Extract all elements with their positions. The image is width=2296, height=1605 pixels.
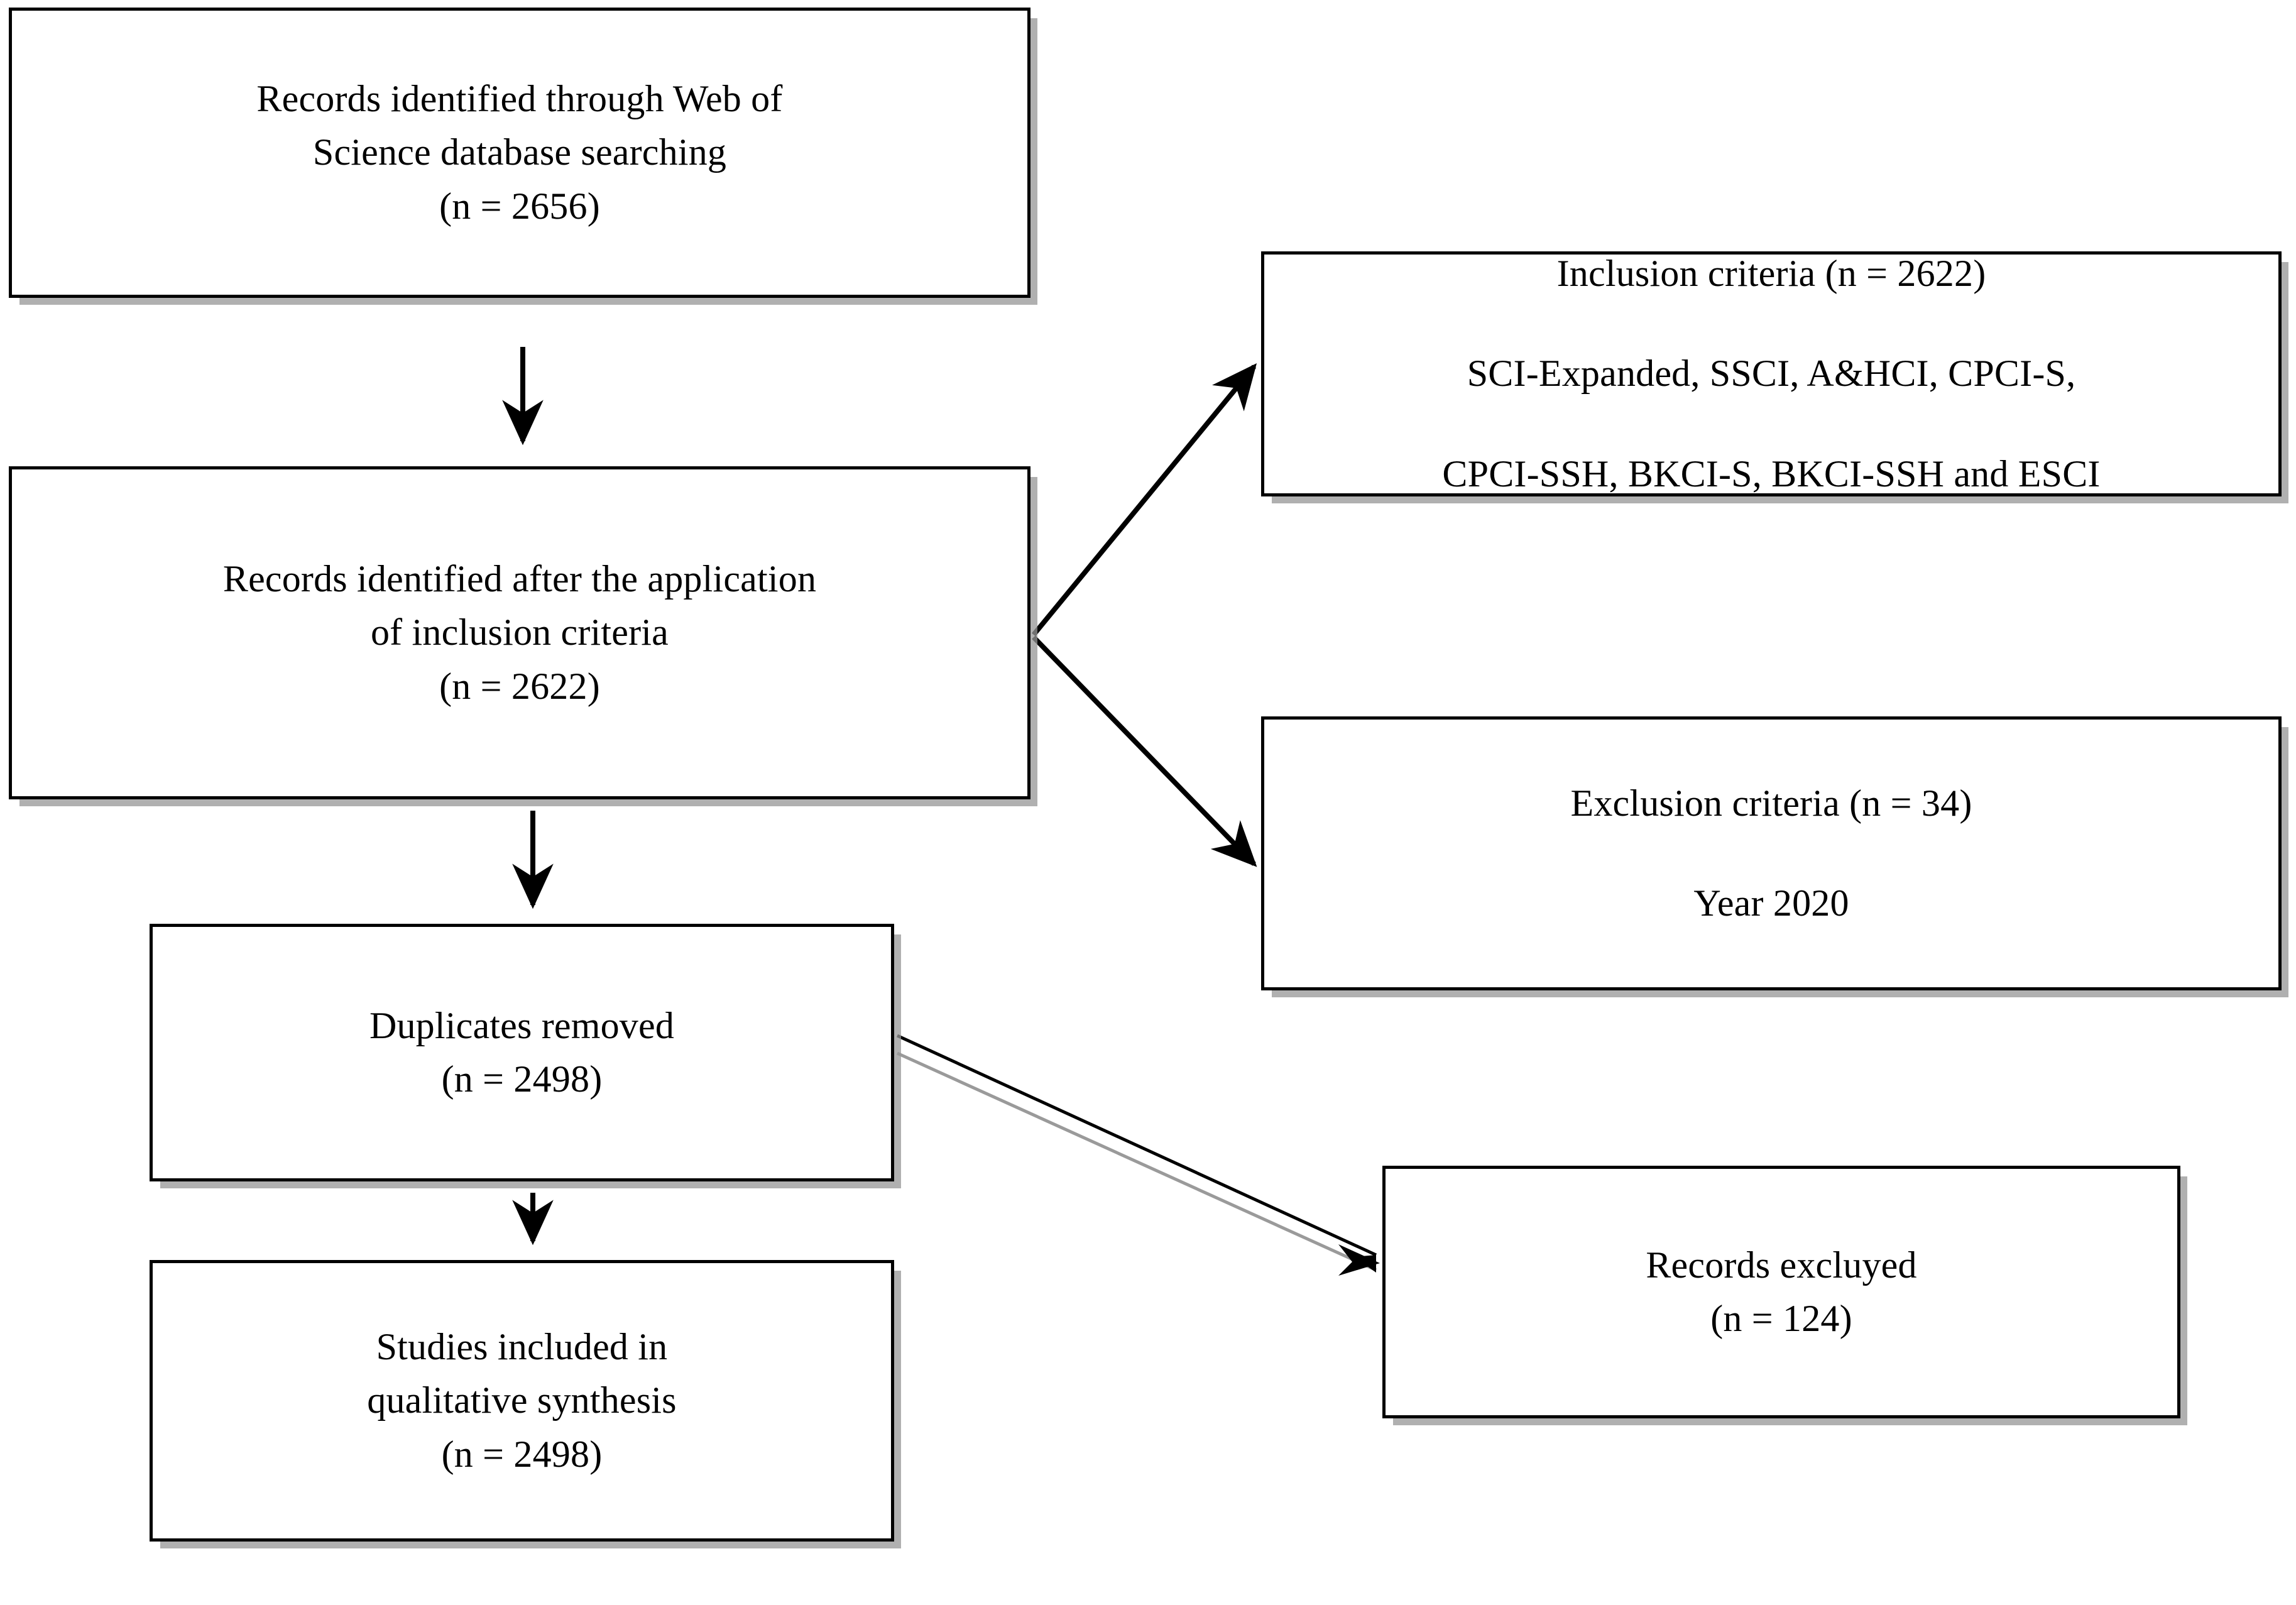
records-identified-line-2: Science database searching (312, 131, 727, 173)
exclusion-criteria-heading: Exclusion criteria (n = 34) (1570, 782, 1972, 824)
arrow-after-inclusion-to-exclusion-criteria (1032, 635, 1257, 867)
box-records-after-inclusion-criteria: Records identified after the application… (9, 466, 1030, 799)
studies-included-line-1: Studies included in (376, 1326, 668, 1368)
records-identified-count: (n = 2656) (439, 185, 600, 227)
inclusion-criteria-indexes-line-1: SCI-Expanded, SSCI, A&HCI, CPCI-S, (1467, 353, 2076, 395)
box-studies-included-qualitative-synthesis: Studies included in qualitative synthesi… (150, 1260, 894, 1542)
after-inclusion-line-2: of inclusion criteria (370, 611, 669, 654)
inclusion-criteria-heading: Inclusion criteria (n = 2622) (1556, 253, 1986, 295)
box-duplicates-removed: Duplicates removed (n = 2498) (150, 924, 894, 1181)
after-inclusion-count: (n = 2622) (439, 665, 600, 707)
records-excluyed-line-1: Records excluyed (1646, 1244, 1917, 1286)
box-exclusion-criteria: Exclusion criteria (n = 34) Year 2020 (1261, 716, 2282, 990)
box-records-identified: Records identified through Web of Scienc… (9, 8, 1030, 298)
studies-included-count: (n = 2498) (441, 1433, 603, 1475)
records-excluyed-count: (n = 124) (1710, 1298, 1852, 1339)
exclusion-criteria-year: Year 2020 (1693, 882, 1849, 924)
inclusion-criteria-indexes-line-2: CPCI-SSH, BKCI-S, BKCI-SSH and ESCI (1442, 452, 2101, 495)
arrow-duplicates-to-records-excluded (896, 1034, 1380, 1276)
records-identified-line-1: Records identified through Web of (256, 78, 783, 120)
after-inclusion-line-1: Records identified after the application (222, 558, 817, 600)
duplicates-removed-line-1: Duplicates removed (369, 1004, 675, 1046)
arrow-after-inclusion-to-inclusion-criteria (1031, 363, 1257, 637)
duplicates-removed-count: (n = 2498) (441, 1058, 603, 1100)
studies-included-line-2: qualitative synthesis (367, 1379, 677, 1421)
box-records-excluyed: Records excluyed (n = 124) (1382, 1166, 2180, 1418)
box-inclusion-criteria: Inclusion criteria (n = 2622) SCI-Expand… (1261, 251, 2282, 496)
